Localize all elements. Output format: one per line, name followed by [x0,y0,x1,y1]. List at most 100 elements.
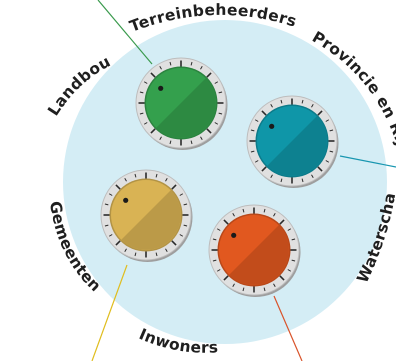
dial-tick [214,122,219,125]
dial-tick [183,224,188,227]
dial-tick [325,160,330,163]
dial-tick [115,184,121,190]
dial-tick [291,238,296,241]
dial-tick [216,269,221,272]
dial-tick [287,269,292,272]
dial-tick [124,248,127,253]
dial-gemeenten[interactable] [100,169,193,262]
dial-tick [279,219,285,225]
dial-tick [261,166,267,172]
dial-tick [150,72,156,78]
dial-tick [273,212,276,217]
pointer-line-gemeenten [91,264,128,361]
dial-tick [280,178,283,183]
dial-knob-shade [267,116,327,176]
dial-tick [317,110,323,116]
dial-tick [143,122,148,125]
dial-tick [183,203,188,206]
dial-indicator-dot [269,123,275,129]
dial-tick [206,72,212,78]
dial-tick [124,177,127,182]
dial-tick [190,61,193,66]
dial-ticks [211,207,297,293]
dial-tick [179,193,184,196]
pointer-line-landbouw [97,0,153,65]
dial-tick [263,287,266,292]
dial-tick [115,240,121,246]
dial-tick [232,212,235,217]
dial-tick [108,234,113,237]
dial-tick [232,283,235,288]
dial-tick [104,224,109,227]
dial-tick [329,129,334,132]
dial-tick [212,259,217,262]
dial-landbouw[interactable] [135,57,228,150]
dial-tick [317,166,323,172]
dial-tick [139,91,144,94]
dial-tick [216,228,221,231]
dial-tick [134,173,137,178]
dial-ticks [249,98,335,184]
dial-tick [165,177,168,182]
dial-tick [200,65,203,70]
dial-tick [254,160,259,163]
dial-tick [301,178,304,183]
dial-tick [273,283,276,288]
dial-tick [242,287,245,292]
dial-tick [155,173,158,178]
dial-tick [242,208,245,213]
dial-tick [250,150,255,153]
pointer-line-waterschap [273,295,303,361]
dial-tick [263,208,266,213]
dial-tick [301,99,304,104]
dial-tick [169,61,172,66]
dial-waterschap[interactable] [208,204,301,297]
dial-tick [250,129,255,132]
dial-tick [190,140,193,145]
dial-knob-shade [121,190,181,250]
dial-indicator-dot [158,85,164,91]
dial-tick [311,174,314,179]
pointer-lines [91,0,396,361]
dial-indicator-dot [231,232,237,238]
dial-tick [261,110,267,116]
dial-tick [169,140,172,145]
dial-tick [134,252,137,257]
dial-tick [179,234,184,237]
dial-tick [139,112,144,115]
dial-tick [155,252,158,257]
dial-tick [223,275,229,281]
dial-tick [165,248,168,253]
dial-tick [287,228,292,231]
dial-tick [291,259,296,262]
dial-provincie-en-rijk[interactable] [246,95,339,188]
dial-tick [108,193,113,196]
dial-tick [159,136,162,141]
dial-tick [206,128,212,134]
dial-tick [279,275,285,281]
dial-knob-shade [156,78,216,138]
dial-indicator-dot [123,197,129,203]
dial-tick [212,238,217,241]
dial-tick [218,91,223,94]
dial-tick [325,119,330,122]
dial-tick [150,128,156,134]
dial-tick [223,219,229,225]
dial-tick [214,81,219,84]
dial-tick [104,203,109,206]
dial-knob-shade [229,225,289,285]
dial-tick [159,65,162,70]
dial-tick [200,136,203,141]
dial-tick [171,240,177,246]
pointer-line-provincie [339,155,396,168]
dial-tick [270,103,273,108]
dial-tick [143,81,148,84]
dial-tick [218,112,223,115]
dial-ticks [103,172,189,258]
dial-ticks [138,60,224,146]
dial-tick [171,184,177,190]
dial-tick [254,119,259,122]
dial-tick [311,103,314,108]
dial-tick [270,174,273,179]
